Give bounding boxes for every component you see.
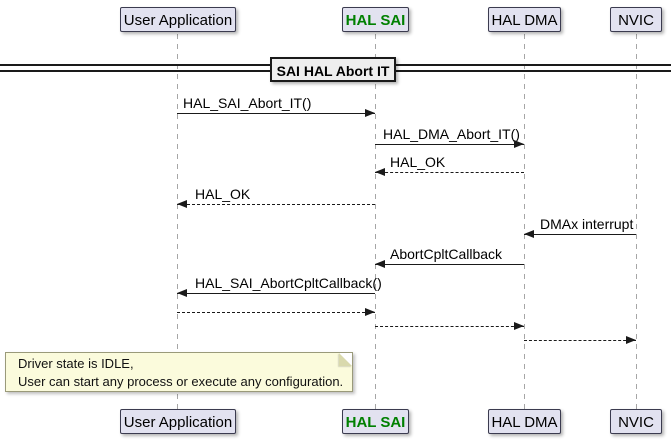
return-arrow-user-to-sai xyxy=(177,308,375,316)
message-line xyxy=(177,308,375,316)
message-abort-cplt-callback: AbortCpltCallback xyxy=(375,246,524,268)
participant-bottom-hal-dma: HAL DMA xyxy=(488,409,561,434)
arrowhead-right-icon xyxy=(626,336,636,344)
arrowhead-left-icon xyxy=(524,230,534,238)
message-hal-sai-abort-it: HAL_SAI_Abort_IT() xyxy=(177,95,375,117)
message-line xyxy=(177,200,375,208)
participant-bottom-user-application: User Application xyxy=(120,409,236,434)
return-arrow-dma-to-nvic xyxy=(524,336,636,344)
message-label: HAL_OK xyxy=(195,186,251,202)
message-line xyxy=(375,140,524,148)
note-driver-state: Driver state is IDLE, User can start any… xyxy=(5,352,353,392)
message-label: HAL_OK xyxy=(390,154,446,170)
message-line xyxy=(375,322,524,330)
participant-bottom-nvic: NVIC xyxy=(610,409,662,434)
participant-top-hal-dma: HAL DMA xyxy=(488,7,561,32)
arrowhead-left-icon xyxy=(375,260,385,268)
message-line xyxy=(177,289,375,297)
return-arrow-sai-to-dma xyxy=(375,322,524,330)
message-hal-sai-abort-cplt-callback: HAL_SAI_AbortCpltCallback() xyxy=(177,275,382,297)
message-label: DMAx interrupt xyxy=(540,216,634,232)
lifeline-hal-dma xyxy=(524,34,525,409)
message-line xyxy=(375,260,524,268)
message-line xyxy=(524,336,636,344)
message-label: HAL_DMA_Abort_IT() xyxy=(383,126,520,142)
message-label: HAL_SAI_AbortCpltCallback() xyxy=(195,275,382,291)
lifeline-nvic xyxy=(636,34,637,409)
arrowhead-right-icon xyxy=(514,322,524,330)
message-line xyxy=(524,230,636,238)
message-line xyxy=(375,168,524,176)
participant-top-user-application: User Application xyxy=(120,7,236,32)
lifeline-hal-sai xyxy=(375,34,376,409)
arrowhead-left-icon xyxy=(375,168,385,176)
participant-top-nvic: NVIC xyxy=(610,7,662,32)
arrowhead-right-icon xyxy=(365,109,375,117)
note-line-2: User can start any process or execute an… xyxy=(18,374,344,389)
message-label: AbortCpltCallback xyxy=(390,246,503,262)
message-line xyxy=(177,109,375,117)
message-label: HAL_SAI_Abort_IT() xyxy=(183,95,312,111)
diagram-title: SAI HAL Abort IT xyxy=(270,57,396,82)
arrowhead-left-icon xyxy=(177,289,187,297)
message-dmax-interrupt: DMAx interrupt xyxy=(524,216,636,238)
message-hal-ok-sai: HAL_OK xyxy=(177,186,375,208)
arrowhead-right-icon xyxy=(514,140,524,148)
arrowhead-right-icon xyxy=(365,308,375,316)
note-line-1: Driver state is IDLE, xyxy=(18,356,134,371)
lifeline-user-application xyxy=(177,34,178,409)
participant-bottom-hal-sai: HAL SAI xyxy=(342,409,409,434)
message-hal-ok-dma: HAL_OK xyxy=(375,154,524,176)
message-hal-dma-abort-it: HAL_DMA_Abort_IT() xyxy=(375,126,524,148)
participant-top-hal-sai: HAL SAI xyxy=(342,7,409,32)
arrowhead-left-icon xyxy=(177,200,187,208)
